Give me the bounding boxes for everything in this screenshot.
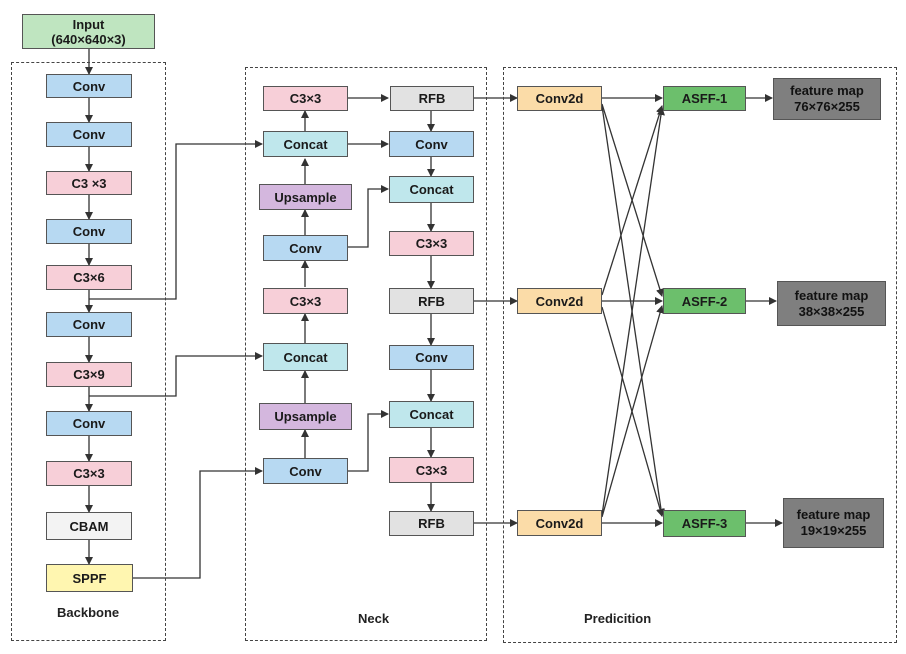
neck-upsample-2: Upsample xyxy=(259,403,352,430)
backbone-c3-4: C3×3 xyxy=(46,461,132,486)
input-size: (640×640×3) xyxy=(51,31,126,47)
neck-rfb-3: RFB xyxy=(389,511,474,536)
feature-map-3: feature map 19×19×255 xyxy=(783,498,884,548)
neck-region xyxy=(245,67,487,641)
neck-rfb-2: RFB xyxy=(389,288,474,314)
neck-label: Neck xyxy=(358,611,390,626)
feature-map-1-title: feature map xyxy=(790,83,864,98)
backbone-region xyxy=(11,62,166,641)
backbone-conv-2: Conv xyxy=(46,122,132,147)
backbone-label: Backbone xyxy=(57,605,120,620)
neck-concat-1: Concat xyxy=(263,131,348,157)
backbone-c3-3: C3×9 xyxy=(46,362,132,387)
arrow xyxy=(133,467,263,579)
input-title: Input xyxy=(72,16,105,32)
feature-map-3-title: feature map xyxy=(796,507,871,522)
arrow xyxy=(601,107,665,516)
asff-1: ASFF-1 xyxy=(663,86,746,111)
conv2d-3: Conv2d xyxy=(517,510,602,536)
feature-map-1-size: 76×76×255 xyxy=(794,99,860,114)
neck-concat-2: Concat xyxy=(263,343,348,371)
backbone-conv-1: Conv xyxy=(46,74,132,98)
arrow xyxy=(348,410,389,472)
neck-concat-4: Concat xyxy=(389,401,474,428)
backbone-c3-1: C3 ×3 xyxy=(46,171,132,195)
feature-map-3-size: 19×19×255 xyxy=(800,523,867,538)
neck-c3-left-2: C3×3 xyxy=(263,288,348,314)
arrow xyxy=(601,305,664,518)
neck-conv-right-2: Conv xyxy=(389,345,474,370)
feature-map-2-title: feature map xyxy=(794,287,869,303)
neck-rfb-1: RFB xyxy=(390,86,474,111)
feature-map-1: feature map 76×76×255 xyxy=(773,78,881,120)
backbone-cbam: CBAM xyxy=(46,512,132,540)
neck-upsample-1: Upsample xyxy=(259,184,352,210)
prediction-region xyxy=(503,67,897,643)
neck-c3-right-2: C3×3 xyxy=(389,457,474,483)
prediction-label: Predicition xyxy=(584,611,652,626)
backbone-conv-5: Conv xyxy=(46,411,132,436)
arrow xyxy=(601,105,664,296)
backbone-sppf: SPPF xyxy=(46,564,133,592)
neck-conv-left-2: Conv xyxy=(263,458,348,484)
neck-concat-3: Concat xyxy=(389,176,474,203)
feature-map-2: feature map 38×38×255 xyxy=(777,281,886,326)
asff-2: ASFF-2 xyxy=(663,288,746,314)
arrow xyxy=(348,185,389,248)
arrow xyxy=(89,352,263,397)
neck-conv-right-1: Conv xyxy=(389,131,474,157)
arrow xyxy=(89,140,263,300)
neck-c3-top: C3×3 xyxy=(263,86,348,111)
neck-conv-left-1: Conv xyxy=(263,235,348,261)
backbone-conv-4: Conv xyxy=(46,312,132,337)
asff-3: ASFF-3 xyxy=(663,510,746,537)
backbone-conv-3: Conv xyxy=(46,219,132,244)
feature-map-2-size: 38×38×255 xyxy=(798,303,865,319)
conv2d-1: Conv2d xyxy=(517,86,602,111)
neck-c3-right-1: C3×3 xyxy=(389,231,474,256)
conv2d-2: Conv2d xyxy=(517,288,602,314)
backbone-c3-2: C3×6 xyxy=(46,265,132,290)
input-node: Input (640×640×3) xyxy=(22,14,155,49)
